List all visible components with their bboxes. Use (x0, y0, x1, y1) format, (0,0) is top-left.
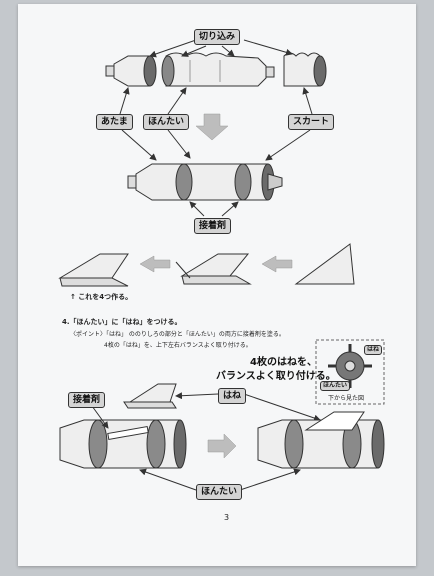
label-body: ほんたい (143, 114, 190, 130)
label-body-bottom: ほんたい (196, 484, 243, 500)
right-arrow (207, 433, 237, 459)
label-arrows (119, 87, 313, 161)
glue-arrows (189, 201, 239, 217)
lower-arrows (91, 392, 321, 491)
page-number: 3 (224, 513, 230, 522)
bottle-with-fin (257, 411, 385, 469)
inset-label-fin: はね (364, 345, 383, 355)
label-glue-top: 接着剤 (194, 218, 232, 234)
inset-label-body: ほんたい (320, 381, 351, 391)
bottle-before-fin (59, 419, 187, 469)
fin-step-final (58, 253, 129, 287)
callout-line-1: 4枚のはねを、 (250, 357, 317, 368)
cut-arrows (149, 39, 293, 58)
fin-step-start (294, 243, 355, 285)
callout-line-2: バランスよく取り付ける。 (216, 371, 336, 382)
step4-balance: 4枚の「はね」を、上下左右バランスよく取り付ける。 (104, 342, 252, 349)
bottle-body-part (161, 52, 275, 87)
left-arrow-2 (261, 255, 293, 273)
assembled-bottle (127, 163, 283, 201)
fin-step-middle (175, 253, 252, 285)
label-cut: 切り込み (194, 29, 241, 45)
inset-caption: 下から見た図 (328, 395, 365, 402)
loose-fin (123, 383, 177, 409)
label-head: あたま (96, 114, 133, 130)
step4-title: 4.「ほんたい」に「はね」をつける。 (62, 318, 182, 326)
left-arrow-1 (139, 255, 171, 273)
label-fin: はね (218, 388, 247, 404)
bottle-head-part (105, 55, 157, 87)
down-arrow (195, 113, 229, 141)
label-glue-bottom: 接着剤 (68, 392, 106, 408)
bottle-skirt-part (283, 52, 327, 87)
make-four-note: ↑ これを4つ作る。 (70, 293, 133, 301)
label-skirt: スカート (288, 114, 335, 130)
step4-point: 〈ポイント〉「はね」 ののりしろの部分と「ほんたい」の両方に接着剤を塗る。 (70, 331, 285, 338)
